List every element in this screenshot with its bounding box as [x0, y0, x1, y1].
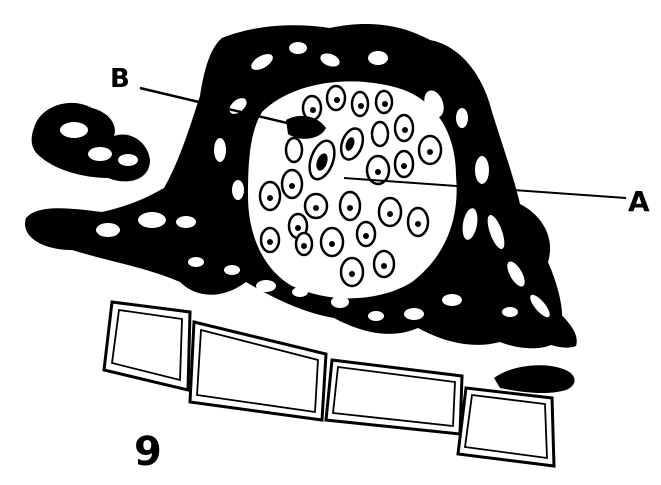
epidermal-cell [465, 395, 547, 458]
dark-fragment-right [494, 365, 575, 393]
detached-fragment [32, 103, 150, 182]
figure-number: 9 [134, 432, 162, 472]
label-a: A [628, 188, 650, 216]
label-b: B [110, 66, 130, 92]
